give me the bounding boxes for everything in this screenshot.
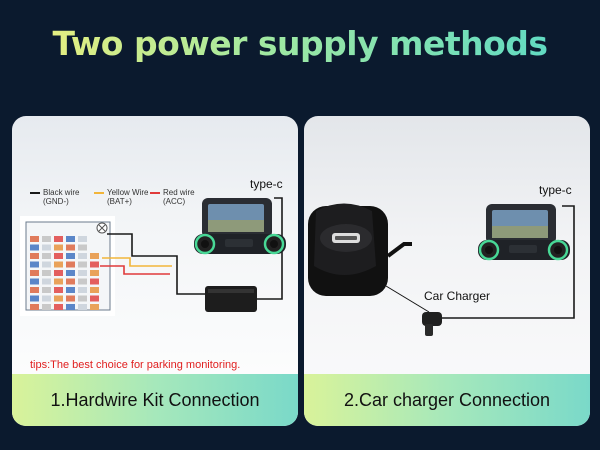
fuse-cell	[66, 261, 75, 268]
parking-tip: tips:The best choice for parking monitor…	[30, 359, 241, 371]
fuse-cell	[66, 236, 75, 242]
fuse-cell	[78, 236, 87, 242]
black-wire-name: Black wire	[43, 188, 80, 197]
fuse-cell	[42, 236, 51, 242]
fuse-cell	[42, 304, 51, 310]
fuse-cell	[30, 278, 39, 285]
fuse-cell	[78, 261, 87, 268]
type-c-label-left: type-c	[250, 177, 283, 191]
fuse-cell	[90, 253, 99, 259]
fuse-cell	[30, 236, 39, 242]
fuse-cell	[78, 244, 87, 251]
fuse-cell	[30, 270, 39, 276]
dashcam-icon	[478, 204, 570, 261]
fuse-cell	[66, 304, 75, 310]
fuse-box-icon	[20, 216, 115, 316]
fuse-cell	[66, 278, 75, 285]
fuse-cell	[42, 244, 51, 251]
car-charger-icon	[422, 312, 442, 336]
hardwire-footer: 1.Hardwire Kit Connection	[12, 374, 298, 426]
black-wire-code: (GND-)	[43, 197, 69, 206]
fuse-cell	[42, 253, 51, 259]
car-charger-label: Car Charger	[424, 289, 491, 303]
fuse-cell	[30, 253, 39, 259]
fuse-cell	[54, 287, 63, 293]
yellow-wire-code: (BAT+)	[107, 197, 132, 206]
fuse-cell	[66, 295, 75, 302]
fuse-cell	[66, 270, 75, 276]
type-c-label-right: type-c	[539, 183, 572, 197]
fuse-cell	[78, 287, 87, 293]
red-wire-name: Red wire	[163, 188, 195, 197]
fuse-cell	[54, 278, 63, 285]
legend-red-wire: Red wire (ACC)	[150, 188, 195, 206]
fuse-cell	[30, 304, 39, 310]
black-wire-swatch	[30, 191, 40, 194]
fuse-cell	[66, 244, 75, 251]
car-charger-diagram	[308, 203, 575, 336]
fuse-cell	[90, 270, 99, 276]
fuse-cell	[90, 278, 99, 285]
red-wire-swatch	[150, 191, 160, 194]
hardwire-box-icon	[205, 286, 257, 312]
car-charger-footer: 2.Car charger Connection	[304, 374, 590, 426]
fuse-cell	[54, 236, 63, 242]
fuse-cell	[54, 304, 63, 310]
fuse-cell	[90, 287, 99, 293]
fuse-cell	[54, 253, 63, 259]
fuse-cell	[30, 287, 39, 293]
hardwire-diagram	[100, 197, 286, 312]
fuse-cell	[42, 261, 51, 268]
yellow-wire-name: Yellow Wire	[107, 188, 149, 197]
fuse-cell	[78, 295, 87, 302]
legend-black-wire: Black wire (GND-)	[30, 188, 79, 206]
page-title: Two power supply methods	[0, 24, 600, 63]
fuse-cell	[78, 278, 87, 285]
fuse-cell	[78, 304, 87, 310]
fuse-cell	[54, 261, 63, 268]
fuse-cell	[90, 295, 99, 302]
fuse-cell	[78, 270, 87, 276]
fuse-cell	[78, 253, 87, 259]
hardwire-panel: Black wire (GND-) Yellow Wire (BAT+) Red…	[12, 116, 298, 426]
fuse-cell	[90, 261, 99, 268]
fuse-cell	[66, 253, 75, 259]
fuse-cell	[66, 287, 75, 293]
fuse-cell	[42, 295, 51, 302]
dashcam-icon	[194, 198, 286, 255]
legend-yellow-wire: Yellow Wire (BAT+)	[94, 188, 149, 206]
fuse-cell	[54, 270, 63, 276]
yellow-wire-swatch	[94, 191, 104, 194]
usb-port-icon	[308, 203, 412, 296]
fuse-cell	[54, 244, 63, 251]
car-charger-panel: type-c Car Charger 2.Car charger Connect…	[304, 116, 590, 426]
fuse-cell	[30, 261, 39, 268]
fuse-cell	[42, 270, 51, 276]
fuse-cell	[30, 244, 39, 251]
fuse-cell	[42, 278, 51, 285]
red-wire-code: (ACC)	[163, 197, 186, 206]
fuse-cell	[30, 295, 39, 302]
fuse-cell	[90, 304, 99, 310]
fuse-cell	[54, 295, 63, 302]
fuse-cell	[42, 287, 51, 293]
